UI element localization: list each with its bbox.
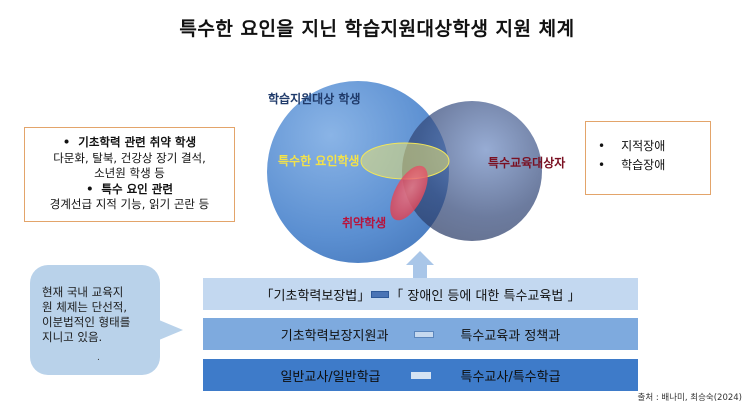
learning-support-circle <box>267 81 449 263</box>
special-education-department-label: 특수교육과 정책과 <box>460 328 561 344</box>
bubble-line: 현재 국내 교육지 <box>42 285 124 299</box>
department-band: 기초학력보장지원과 특수교육과 정책과 <box>203 318 638 350</box>
heading-special-factor: 특수 요인 관련 <box>25 182 234 198</box>
special-factor-label: 특수한 요인학생 <box>278 154 360 168</box>
special-classroom-label: 특수교사/특수학급 <box>460 369 561 385</box>
description-line: 다문화, 탈북, 건강상 장기 결석, <box>53 150 206 165</box>
special-education-circle <box>402 101 542 241</box>
basic-skills-law-label: 「기초학력보장법」 <box>260 288 371 304</box>
vulnerable-description-box: 기초학력 관련 취약 학생 다문화, 탈북, 건강상 장기 결석, 소년원 학생… <box>24 127 235 222</box>
bubble-dot: . <box>97 353 100 363</box>
vulnerable-ellipse <box>390 165 428 221</box>
description-line: 경계선급 지적 기능, 읽기 곤란 등 <box>49 197 210 211</box>
disability-types-box: 지적장애 학습장애 <box>585 121 711 195</box>
speech-bubble: 현재 국내 교육지 원 체제는 단선적, 이분법적인 형태를 지니고 있음. <box>30 265 160 375</box>
bubble-line: 지니고 있음. <box>42 330 103 344</box>
list-item: 지적장애 <box>598 137 710 156</box>
connector-icon <box>414 330 435 338</box>
description-line: 소년원 학생 등 <box>94 166 165 180</box>
general-classroom-label: 일반교사/일반학급 <box>280 369 381 385</box>
bubble-line: 원 체제는 단선적, <box>42 300 128 314</box>
connector-icon <box>410 371 431 379</box>
vulnerable-label: 취약학생 <box>342 216 387 230</box>
bubble-line: 이분법적인 형태를 <box>42 315 131 329</box>
classroom-band: 일반교사/일반학급 특수교사/특수학급 <box>203 359 638 391</box>
special-factor-ellipse <box>360 142 450 180</box>
heading-basic-skills: 기초학력 관련 취약 학생 <box>25 135 234 151</box>
special-education-label: 특수교육대상자 <box>488 156 566 170</box>
special-education-law-label: 「 장애인 등에 대한 특수교육법 」 <box>390 288 581 304</box>
source-citation: 출처 : 배나미, 최승숙(2024) <box>637 393 743 403</box>
speech-bubble-tail <box>159 320 183 340</box>
page-title: 특수한 요인을 지닌 학습지원대상학생 지원 체계 <box>179 18 575 40</box>
basic-skills-department-label: 기초학력보장지원과 <box>280 328 389 344</box>
up-arrow-icon <box>406 251 434 265</box>
law-band: 「기초학력보장법」 「 장애인 등에 대한 특수교육법 」 <box>203 278 638 310</box>
connector-icon <box>371 290 390 298</box>
learning-support-label: 학습지원대상 학생 <box>268 92 361 106</box>
up-arrow-stem <box>413 264 427 278</box>
list-item: 학습장애 <box>598 156 710 175</box>
